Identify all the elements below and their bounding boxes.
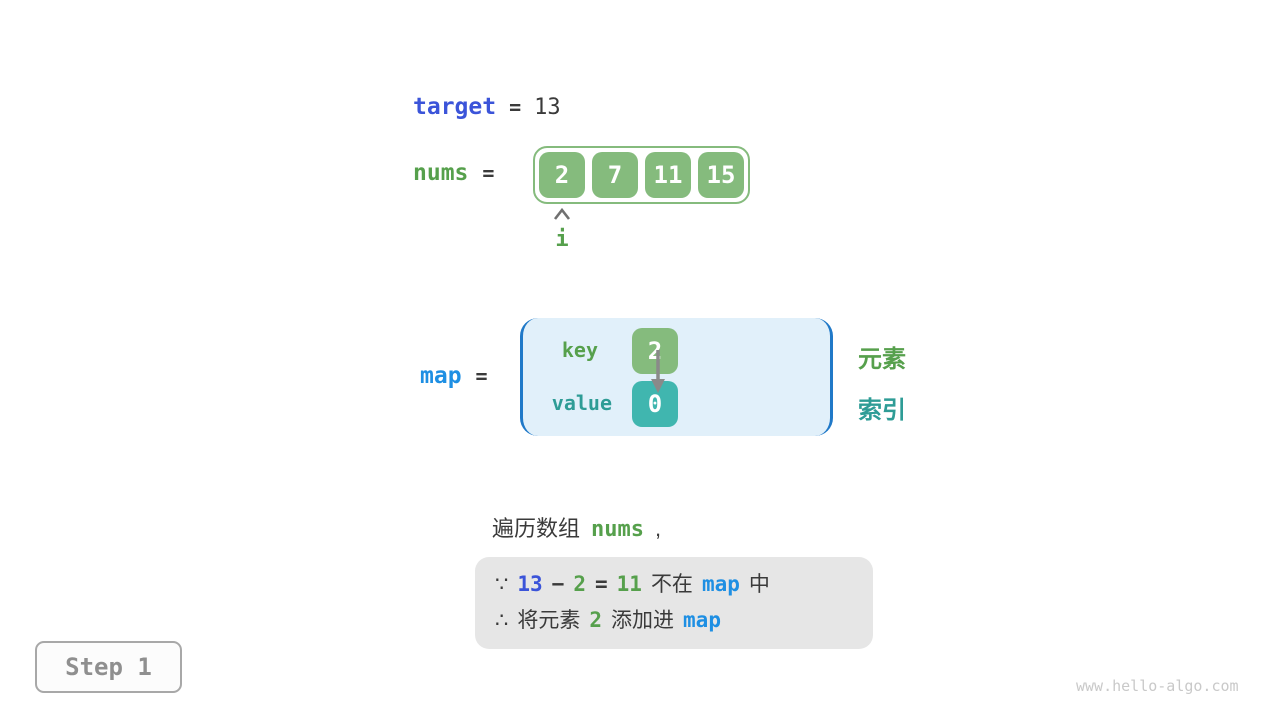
therefore-symbol: ∴ <box>495 609 509 632</box>
nums-label-row: nums = <box>413 160 494 186</box>
note-map-token-2: map <box>683 608 721 632</box>
caption-line: 遍历数组 nums , <box>492 511 661 543</box>
step-label: Step 1 <box>65 653 152 681</box>
map-label: map <box>420 363 462 389</box>
minus-sign: − <box>551 572 565 596</box>
array-cell-value: 15 <box>706 161 736 189</box>
target-value: 13 <box>534 95 561 120</box>
caption-prefix: 遍历数组 <box>492 516 581 541</box>
note-text-add-element: 将元素 <box>517 609 581 632</box>
map-label-row: map = <box>420 363 488 389</box>
map-value-label: value <box>551 391 612 415</box>
pointer-label: i <box>555 227 569 252</box>
note-line-1: ∵ 13 − 2 = 11 不在 map 中 <box>495 568 873 604</box>
map-key-label: key <box>561 338 598 362</box>
array-cell-value: 7 <box>607 161 623 189</box>
note-box: ∵ 13 − 2 = 11 不在 map 中 ∴ 将元素 2 添加进 map <box>475 557 873 649</box>
note-line-2: ∴ 将元素 2 添加进 map <box>495 604 873 640</box>
map-value-cell: 0 <box>632 381 678 427</box>
map-key-cell: 2 <box>632 328 678 374</box>
note-diff-value: 11 <box>616 572 642 596</box>
target-label: target <box>413 94 497 120</box>
because-symbol: ∵ <box>495 573 509 596</box>
key-to-value-arrow-icon <box>651 350 665 393</box>
note-target-value: 13 <box>517 572 543 596</box>
note-element-value: 2 <box>573 572 586 596</box>
equals-sign: = <box>594 572 608 596</box>
note-text-add-into: 添加进 <box>611 609 675 632</box>
caret-up-icon <box>553 207 571 220</box>
map-value-value: 0 <box>647 390 663 418</box>
caption-comma: , <box>655 516 662 541</box>
array-cell-value: 2 <box>554 161 570 189</box>
map-equals: = <box>475 364 488 388</box>
note-text-in: 中 <box>748 573 770 596</box>
note-element-value-2: 2 <box>589 608 603 632</box>
nums-label: nums <box>413 160 469 186</box>
index-pointer: i <box>548 207 576 252</box>
caption-code: nums <box>591 517 644 542</box>
array-cell: 11 <box>645 152 691 198</box>
watermark: www.hello-algo.com <box>1076 677 1239 695</box>
nums-array: 2 7 11 15 <box>533 146 750 204</box>
nums-equals: = <box>482 161 495 185</box>
array-cell: 7 <box>592 152 638 198</box>
array-cell: 2 <box>539 152 585 198</box>
target-equals: = <box>509 95 522 119</box>
array-cell-value: 11 <box>653 161 683 189</box>
index-annotation: 索引 <box>858 397 906 424</box>
array-cell: 15 <box>698 152 744 198</box>
step-badge: Step 1 <box>35 641 182 693</box>
note-map-token: map <box>701 572 740 596</box>
target-row: target = 13 <box>413 94 561 120</box>
note-text-not-in: 不在 <box>650 573 693 596</box>
element-annotation: 元素 <box>858 346 906 373</box>
